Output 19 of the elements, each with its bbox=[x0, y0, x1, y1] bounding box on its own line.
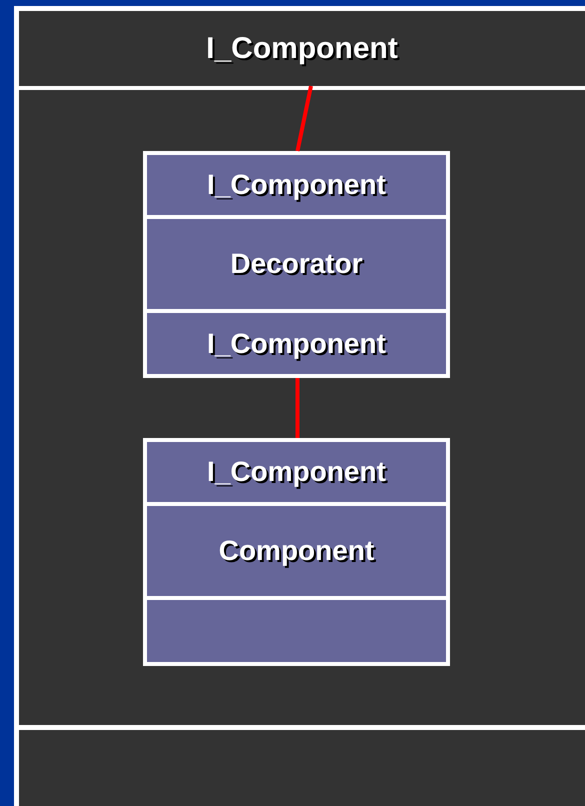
class-label: I_Component bbox=[206, 31, 398, 67]
container-panel bbox=[19, 90, 585, 725]
connector-line bbox=[296, 378, 300, 438]
component-class-box bbox=[143, 438, 450, 666]
connector-line bbox=[296, 86, 313, 152]
footer-band bbox=[19, 730, 585, 806]
interface-band bbox=[19, 11, 585, 86]
class-section bbox=[147, 506, 446, 596]
class-label: I_Component bbox=[207, 168, 386, 202]
class-label: I_Component bbox=[207, 454, 386, 489]
class-label: I_Component bbox=[207, 326, 386, 361]
class-label: Component bbox=[218, 534, 374, 568]
class-section bbox=[147, 313, 446, 374]
class-label: Decorator bbox=[230, 247, 363, 281]
class-section bbox=[147, 442, 446, 502]
decorator-class-box bbox=[143, 151, 450, 378]
class-section bbox=[147, 218, 446, 310]
class-section bbox=[147, 155, 446, 215]
class-section bbox=[147, 600, 446, 662]
